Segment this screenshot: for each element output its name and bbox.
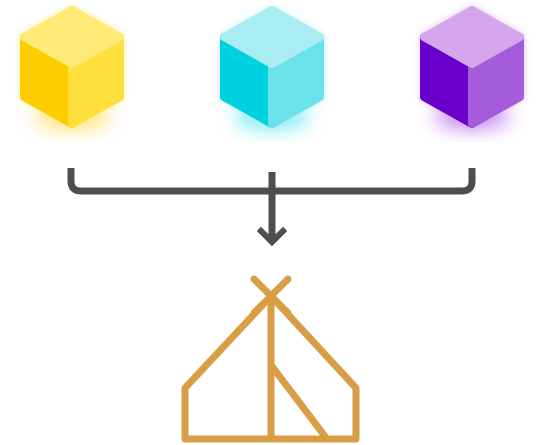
cube-top-face	[220, 6, 324, 68]
input-cubes	[19, 5, 525, 130]
merge-connector	[67, 168, 476, 247]
purple-cube-icon	[419, 5, 525, 130]
cube-top-face	[20, 6, 124, 68]
cyan-cube-icon	[219, 5, 325, 130]
cube-top-face	[420, 6, 524, 68]
tent-icon	[181, 275, 360, 443]
yellow-cube-icon	[19, 5, 125, 130]
down-arrow-icon	[256, 226, 288, 247]
